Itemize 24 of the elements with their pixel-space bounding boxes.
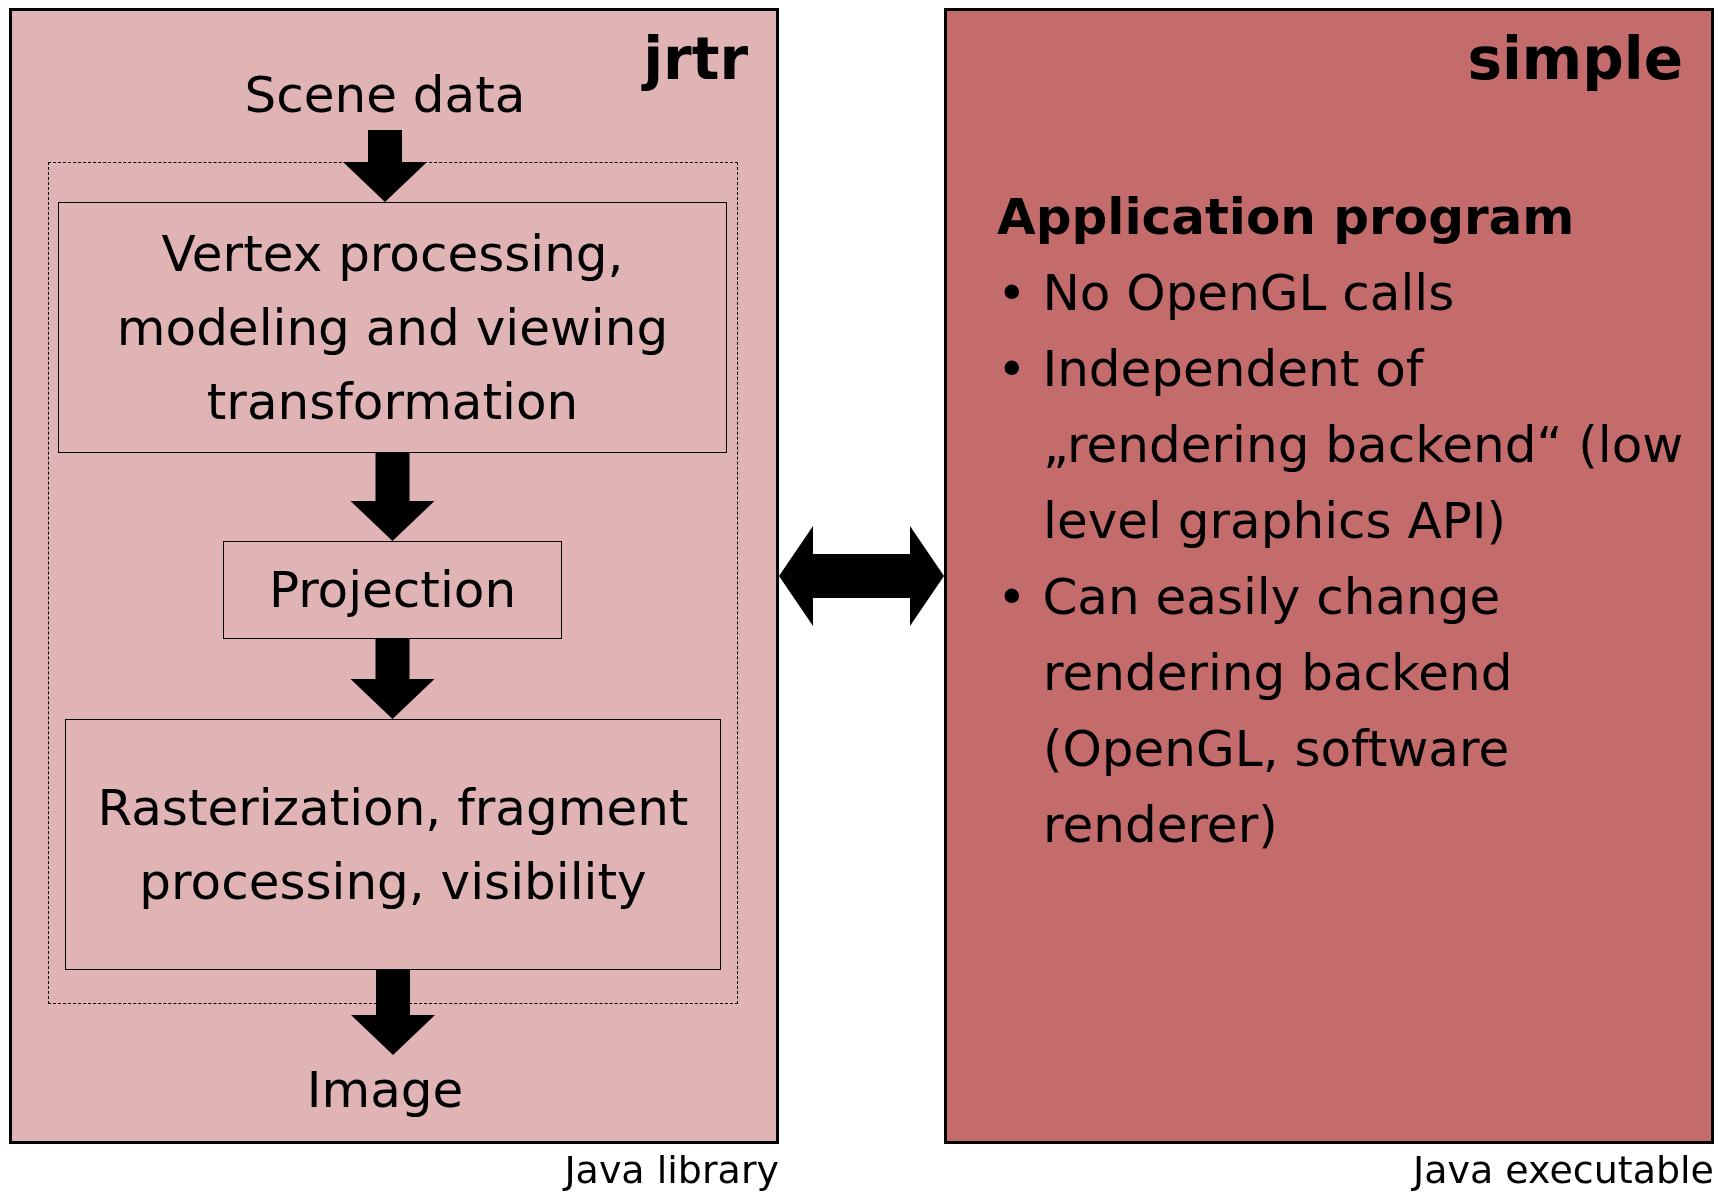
block-arrow bbox=[351, 970, 435, 1055]
bullet-item: • Independent of „rendering backend“ (low level graphics API) bbox=[997, 339, 1685, 552]
block-arrow bbox=[779, 526, 944, 626]
heading: Application program bbox=[997, 187, 1575, 248]
bullet-item: • Can easily change rendering backend (OpenGL, software renderer) bbox=[997, 567, 1514, 856]
block-arrow bbox=[350, 639, 435, 719]
process-box bbox=[65, 719, 721, 970]
panel bbox=[944, 8, 1714, 1144]
dashed-group-box bbox=[48, 162, 738, 1004]
process-box bbox=[58, 202, 727, 453]
bullet-item: • No OpenGL calls bbox=[997, 263, 1456, 324]
panel-title: jrtr bbox=[643, 25, 748, 93]
step-text: Projection bbox=[267, 560, 518, 621]
panel bbox=[9, 8, 779, 1144]
flow-label: Scene data bbox=[243, 65, 527, 126]
step-text: Rasterization, fragment processing, visibility bbox=[96, 777, 690, 913]
process-box bbox=[223, 541, 562, 639]
caption-text: Java executable bbox=[1413, 1148, 1714, 1192]
flow-label: Image bbox=[305, 1060, 465, 1121]
block-arrow bbox=[350, 453, 435, 541]
block-arrow bbox=[343, 130, 427, 202]
caption-text: Java library bbox=[564, 1148, 779, 1192]
panel-title: simple bbox=[1467, 25, 1683, 93]
step-text: Vertex processing, modeling and viewing transformation bbox=[115, 223, 670, 433]
